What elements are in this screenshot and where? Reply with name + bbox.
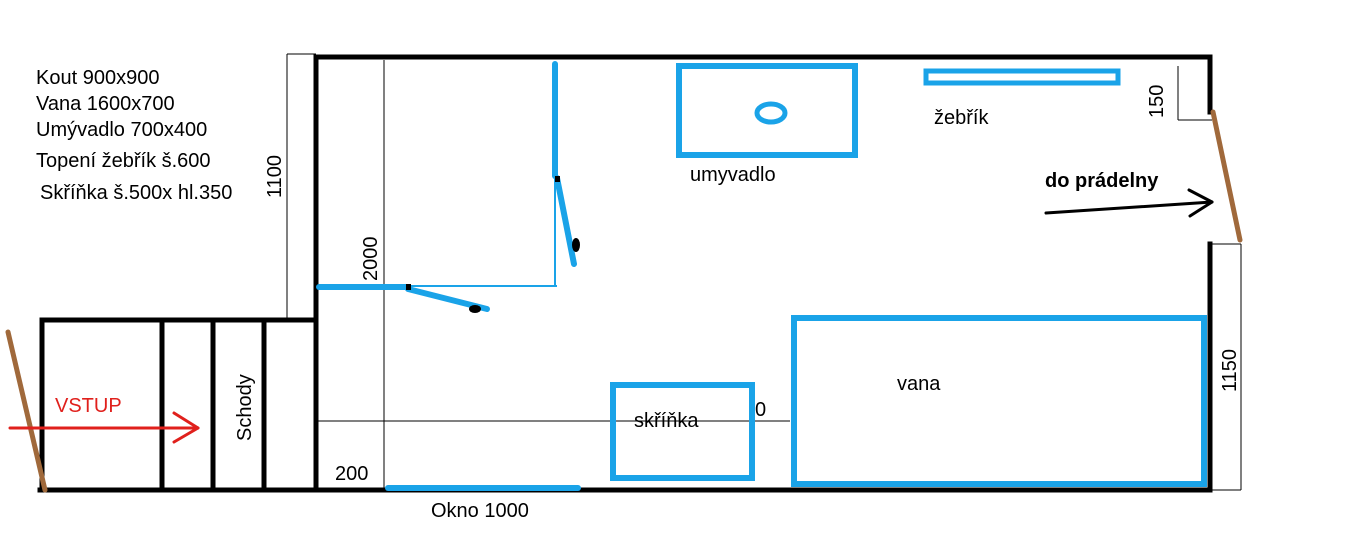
legend-topeni: Topení žebřík š.600 [36,150,211,172]
towel-ladder-radiator [923,68,1121,86]
sink-bowl [754,101,788,125]
walls [37,54,1213,493]
stairs [159,322,267,488]
shower-handle [469,305,481,313]
legend-vana: Vana 1600x700 [36,93,175,115]
label-zebrik: žebřík [934,107,989,129]
door-entrance [5,329,48,493]
entry-arrow [8,411,200,444]
dimension-lines [286,53,1242,491]
dim-2000: 2000 [360,237,382,282]
shower-handle [572,238,580,252]
legend-skrinka: Skříňka š.500x hl.350 [40,182,232,204]
washbasin [676,63,858,158]
label-do-pradelny: do prádelny [1045,170,1159,192]
dim-1150: 1150 [1219,349,1241,392]
shower-corner [316,61,580,313]
label-skrinka: skříňka [634,410,699,432]
label-umyvadlo: umyvadlo [690,164,776,186]
dim-150: 150 [1146,85,1168,118]
door-laundry [1210,109,1243,243]
legend-kout: Kout 900x900 [36,67,159,89]
label-okno: Okno 1000 [431,500,529,522]
dim-200: 200 [335,463,368,485]
bathtub [791,315,1207,487]
label-schody: Schody [234,374,256,441]
laundry-arrow [1044,188,1214,218]
label-vana: vana [897,373,941,395]
legend: Kout 900x900 Vana 1600x700 Umývadlo 700x… [36,67,232,204]
label-vstup: VSTUP [55,395,122,417]
dim-0: 0 [755,399,766,421]
dim-1100: 1100 [264,155,286,198]
shower-door-right [554,175,577,267]
cabinet [610,382,755,481]
legend-umyvadlo: Umývadlo 700x400 [36,119,207,141]
